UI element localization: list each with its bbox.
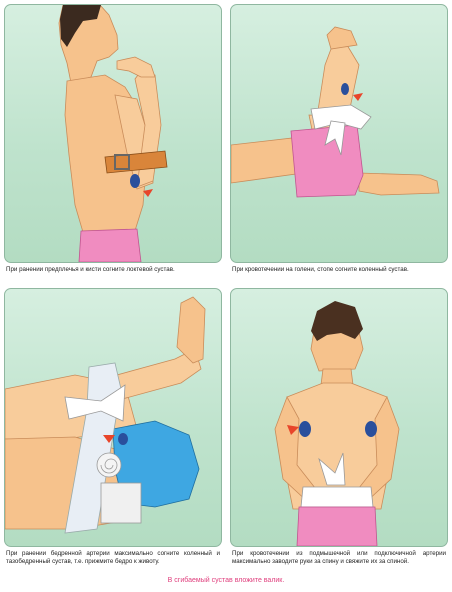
panel-forearm-elbow [4,4,222,263]
illustration-elbow-flexion [5,5,221,262]
caption-panel1: При ранении предплечья и кисти согните л… [6,266,220,274]
panel-arms-behind-back [230,288,448,547]
illustration-hip-knee-flexion [5,289,221,546]
caption-panel3: При ранении бедренной артерии максимальн… [6,550,220,566]
panel-knee-flexion [230,4,448,263]
caption-panel2: При кровотечении на голени, стопе согнит… [232,266,446,274]
illustration-knee-flexion [231,5,447,262]
panel-hip-knee-flexion [4,288,222,547]
caption-panel4: При кровотечении из подмышечной или подк… [232,550,446,566]
footer-note: В сгибаемый сустав вложите валик. [0,577,452,584]
illustration-arms-behind-back [231,289,447,546]
